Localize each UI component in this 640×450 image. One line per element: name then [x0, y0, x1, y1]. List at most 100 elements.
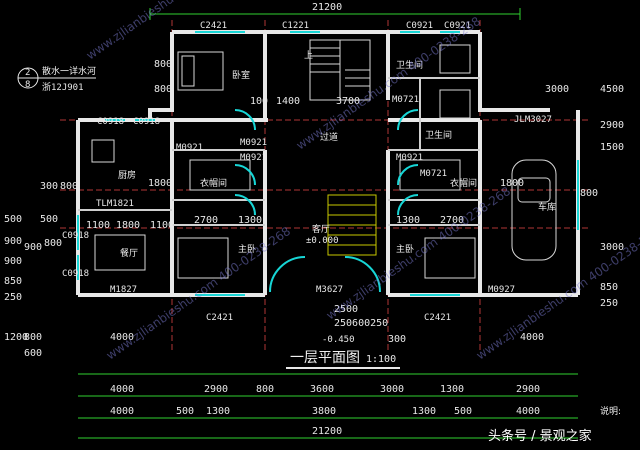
- detail-note-box: 2 8 散水一详水河 浙12J901: [17, 65, 96, 93]
- dim-1100-b: 1100: [150, 220, 174, 231]
- plan-title: 一层平面图: [290, 350, 360, 366]
- dim-800-a: 800: [154, 59, 172, 70]
- windows: [77, 31, 579, 296]
- dim-850-a: 850: [4, 276, 22, 287]
- dim-b2-2900-b: 2900: [516, 384, 540, 395]
- outdoor-elevation: -0.450: [322, 335, 355, 345]
- dim-2700-a: 2700: [194, 215, 218, 226]
- dim-1800-c: 1800: [116, 220, 140, 231]
- door-swings: [234, 109, 419, 293]
- tag-m0721-a: M0721: [392, 95, 419, 105]
- dim-1500: 1500: [600, 142, 624, 153]
- note-ref: 浙12J901: [42, 81, 84, 93]
- note-num-b: 8: [25, 80, 30, 90]
- stair-up-label: 上: [304, 50, 313, 61]
- dim-b2-3600: 3600: [310, 384, 334, 395]
- dim-b2-3000: 3000: [380, 384, 404, 395]
- room-closet-left: 衣帽间: [200, 177, 227, 189]
- dim-1800-b: 1800: [500, 178, 524, 189]
- dim-250-a: 250: [4, 292, 22, 303]
- dim-b1-4000-a: 4000: [110, 332, 134, 343]
- tag-c0918-b: C0918: [133, 117, 160, 127]
- tag-m1827: M1827: [110, 285, 137, 295]
- dim-100: 100: [250, 96, 268, 107]
- dim-500-a: 500: [4, 214, 22, 225]
- dim-250600250: 250600250: [334, 318, 388, 329]
- dim-1800-a: 1800: [148, 178, 172, 189]
- dim-b3-3800: 3800: [312, 406, 336, 417]
- room-bath-2: 卫生间: [425, 129, 452, 141]
- furniture: [91, 44, 557, 279]
- dim-800-d: 800: [44, 238, 62, 249]
- dim-250-b: 250: [600, 298, 618, 309]
- dim-900-c: 900: [24, 242, 42, 253]
- room-master-left: 主卧: [238, 243, 256, 255]
- dim-b2-1300: 1300: [440, 384, 464, 395]
- dim-300-b: 300: [388, 334, 406, 345]
- dim-b3-500-a: 500: [176, 406, 194, 417]
- dim-2500: 2500: [334, 304, 358, 315]
- note-num-a: 2: [25, 68, 30, 78]
- tag-tlm1821: TLM1821: [96, 199, 134, 209]
- living-elevation: ±0.000: [306, 236, 339, 246]
- dim-800-f: 800: [24, 332, 42, 343]
- dim-4500: 4500: [600, 84, 624, 95]
- room-dining: 餐厅: [120, 247, 138, 259]
- dim-b2-4000: 4000: [110, 384, 134, 395]
- dim-800-c: 800: [60, 181, 78, 192]
- tag-c1221: C1221: [282, 21, 309, 31]
- dim-top-total: 21200: [312, 2, 342, 13]
- bottom-dimensions: 4000 4000 4000 2900 800 3600 3000 1300 2…: [78, 332, 621, 439]
- room-closet-right: 衣帽间: [450, 177, 477, 189]
- dim-300-a: 300: [40, 181, 58, 192]
- dim-1200: 1200: [4, 332, 28, 343]
- tag-c2421-top: C2421: [200, 21, 227, 31]
- dim-3700: 3700: [336, 96, 360, 107]
- tag-c2421-br: C2421: [424, 313, 451, 323]
- dim-900-a: 900: [4, 236, 22, 247]
- tag-c0921-b: C0921: [444, 21, 471, 31]
- tag-m0921-a: M0921: [240, 138, 267, 148]
- room-hall: 过道: [320, 131, 338, 143]
- dim-1300-b: 1300: [396, 215, 420, 226]
- dim-2900: 2900: [600, 120, 624, 131]
- note-text: 散水一详水河: [42, 65, 96, 77]
- dim-1100-a: 1100: [86, 220, 110, 231]
- dim-850-b: 850: [600, 282, 618, 293]
- dim-b3-500-b: 500: [454, 406, 472, 417]
- tag-c0921-a: C0921: [406, 21, 433, 31]
- opening-tags: C2421 C1221 C0921 C0921 M0721 M0721 M092…: [62, 21, 552, 345]
- room-kitchen: 厨房: [118, 169, 136, 181]
- dim-3000: 3000: [545, 84, 569, 95]
- drawing-title: 一层平面图 1:100: [286, 350, 400, 369]
- dim-b3-4000: 4000: [110, 406, 134, 417]
- dim-2700-b: 2700: [440, 215, 464, 226]
- dim-b1-4000-b: 4000: [520, 332, 544, 343]
- walls: [76, 30, 580, 297]
- dim-b2-800: 800: [256, 384, 274, 395]
- tag-m0921-b: M0921: [240, 153, 267, 163]
- room-garage: 车库: [538, 201, 556, 213]
- staircase: [309, 39, 371, 101]
- room-labels: 卧室 卫生间 上 卫生间 过道 厨房 衣帽间 衣帽间 客厅 ±0.000 主卧 …: [118, 50, 556, 259]
- dim-b4-total: 21200: [312, 426, 342, 437]
- room-master-right: 主卧: [396, 243, 414, 255]
- room-bedroom-top: 卧室: [232, 69, 250, 81]
- source-credit: 头条号 / 景观之家: [488, 428, 592, 444]
- room-bath-1: 卫生间: [396, 59, 423, 71]
- interior-dimensions: 800 800 1400 3700 100 300 800 1100 1800 …: [4, 59, 624, 359]
- tag-m0927: M0927: [488, 285, 515, 295]
- tag-c2421-bl: C2421: [206, 313, 233, 323]
- tag-m3627: M3627: [316, 285, 343, 295]
- dim-b3-4000-b: 4000: [516, 406, 540, 417]
- dim-500-b: 500: [40, 214, 58, 225]
- notes-label: 说明:: [600, 405, 621, 417]
- dim-800-b: 800: [154, 84, 172, 95]
- dim-600: 600: [24, 348, 42, 359]
- top-dimension: 21200: [149, 2, 521, 20]
- dim-800-e: 800: [580, 188, 598, 199]
- dim-1300-a: 1300: [238, 215, 262, 226]
- dim-900-b: 900: [4, 256, 22, 267]
- dim-1400: 1400: [276, 96, 300, 107]
